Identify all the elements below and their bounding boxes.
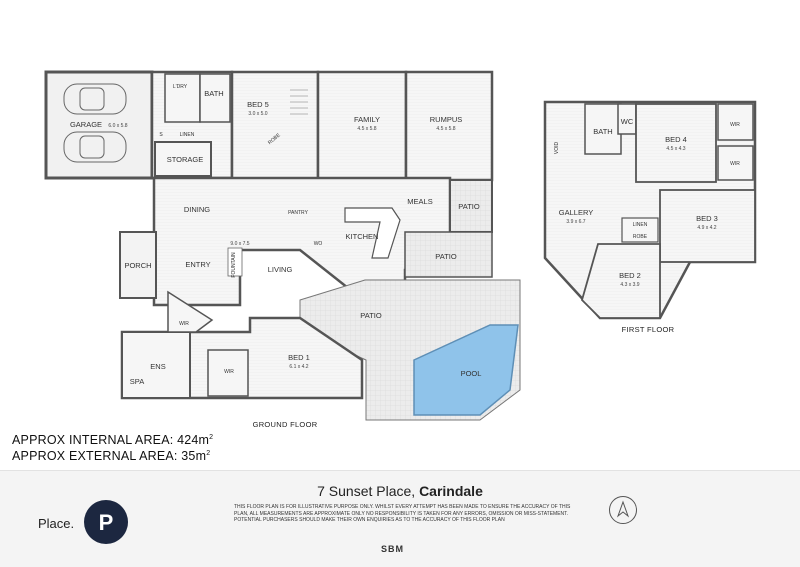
bed1-dim: 6.1 x 4.2 xyxy=(289,364,308,370)
pool-shape xyxy=(413,324,519,416)
bed3-label: BED 3 xyxy=(696,214,718,223)
wir-entry-label: WIR xyxy=(179,321,189,327)
external-area-text: APPROX EXTERNAL AREA: 35m xyxy=(12,449,207,463)
laundry-label: L'DRY xyxy=(173,84,188,90)
bed5-dim: 3.0 x 5.0 xyxy=(248,111,267,117)
ensuite-label: ENS xyxy=(150,362,165,371)
bed3-room xyxy=(659,189,756,263)
rumpus-label: RUMPUS xyxy=(430,115,463,124)
family-label: FAMILY xyxy=(354,115,380,124)
living-dim: 9.0 x 7.5 xyxy=(230,241,249,247)
pool-label: POOL xyxy=(461,369,482,378)
patio-top-area xyxy=(449,179,493,233)
kitchen-label: KITCHEN xyxy=(346,232,379,241)
wir-bed4-a-label: WIR xyxy=(730,122,740,128)
compass-arrow-icon xyxy=(616,500,630,518)
brand-logo: P xyxy=(84,500,128,544)
wir-bed4-b xyxy=(717,145,754,181)
external-area-unit: 2 xyxy=(206,449,211,457)
bath-first xyxy=(584,103,622,155)
patio-lower-label: PATIO xyxy=(360,311,382,320)
linen-ground-label: LINEN xyxy=(180,132,195,138)
dining-label: DINING xyxy=(184,205,210,214)
internal-area-text: APPROX INTERNAL AREA: 424m xyxy=(12,433,210,447)
ensuite-room xyxy=(121,331,191,399)
bed4-dim: 4.5 x 4.3 xyxy=(666,146,685,152)
bed3-dim: 4.9 x 4.2 xyxy=(697,225,716,231)
s-cupboard-label: S xyxy=(159,132,163,138)
internal-area: APPROX INTERNAL AREA: 424m2 xyxy=(12,433,213,447)
kitchen-bench xyxy=(344,207,401,259)
patio-top-label: PATIO xyxy=(458,202,480,211)
bed2-label: BED 2 xyxy=(619,271,641,280)
spa-label: SPA xyxy=(130,377,144,386)
stairs-icon xyxy=(290,89,308,115)
patio-mid-label: PATIO xyxy=(435,252,457,261)
gallery-dim: 3.9 x 6.7 xyxy=(566,219,585,225)
wir-bed4-b-label: WIR xyxy=(730,161,740,167)
robe-first-label: ROBE xyxy=(633,234,648,240)
brand-logo-icon: P xyxy=(99,510,114,535)
floor-plan-drawing: GARAGE 6.0 x 5.8 L'DRY BATH BED 5 3.0 x … xyxy=(44,70,757,429)
storage-room xyxy=(154,141,212,177)
bed5-room xyxy=(230,70,320,182)
internal-area-unit: 2 xyxy=(209,433,214,441)
fountain-label: FOUNTAIN xyxy=(231,252,237,278)
garage-area xyxy=(44,70,154,180)
linen-robe-first xyxy=(621,217,659,243)
fountain-feature xyxy=(227,247,243,277)
patio-mid-area xyxy=(404,231,493,278)
void-label: VOID xyxy=(554,142,560,155)
living-label: LIVING xyxy=(268,265,293,274)
bath-ground-label: BATH xyxy=(204,89,223,98)
storage-label: STORAGE xyxy=(167,155,204,164)
meals-label: MEALS xyxy=(407,197,432,206)
brand-logo-letter: P xyxy=(99,510,114,535)
wc-label: WC xyxy=(621,117,634,126)
pantry-label: PANTRY xyxy=(288,210,308,216)
bed1-label: BED 1 xyxy=(288,353,310,362)
bed4-room xyxy=(635,103,717,183)
wir-entry xyxy=(167,290,214,333)
wir-bed1-label: WIR xyxy=(224,369,234,375)
address-suburb: Carindale xyxy=(419,483,483,499)
family-dim: 4.5 x 5.8 xyxy=(357,126,376,132)
gallery-label: GALLERY xyxy=(559,208,593,217)
brand-name: Place. xyxy=(38,516,75,531)
property-address: 7 Sunset Place, Carindale xyxy=(0,483,800,499)
studio-logo: SBM xyxy=(381,544,404,554)
room-labels: GARAGE 6.0 x 5.8 L'DRY BATH BED 5 3.0 x … xyxy=(70,84,740,386)
bath-ground xyxy=(199,73,231,123)
car-icon xyxy=(63,83,127,163)
footer-band xyxy=(0,470,800,567)
bed4-label: BED 4 xyxy=(665,135,687,144)
garage-dim: 6.0 x 5.8 xyxy=(108,123,127,129)
entry-label: ENTRY xyxy=(185,260,210,269)
wo-label: WO xyxy=(314,241,323,247)
linen-first-label: LINEN xyxy=(633,222,648,228)
porch-area xyxy=(119,231,157,299)
bed2-dim: 4.3 x 3.9 xyxy=(620,282,639,288)
external-area: APPROX EXTERNAL AREA: 35m2 xyxy=(12,449,210,463)
bath-first-label: BATH xyxy=(593,127,612,136)
north-compass-icon xyxy=(609,496,637,524)
ground-floor-label: GROUND FLOOR xyxy=(253,420,318,429)
first-floor-label: FIRST FLOOR xyxy=(622,325,675,334)
address-street: 7 Sunset Place, xyxy=(317,483,416,499)
bed2-room xyxy=(580,243,661,319)
disclaimer-text: This floor plan is for illustrative purp… xyxy=(234,504,571,524)
garage-label: GARAGE xyxy=(70,120,102,129)
wir-ensuite xyxy=(207,349,249,397)
laundry-room xyxy=(164,73,201,123)
rumpus-room xyxy=(404,70,494,182)
wir-bed4-a xyxy=(717,103,754,141)
rumpus-dim: 4.5 x 5.8 xyxy=(436,126,455,132)
porch-label: PORCH xyxy=(124,261,151,270)
bed5-label: BED 5 xyxy=(247,100,269,109)
